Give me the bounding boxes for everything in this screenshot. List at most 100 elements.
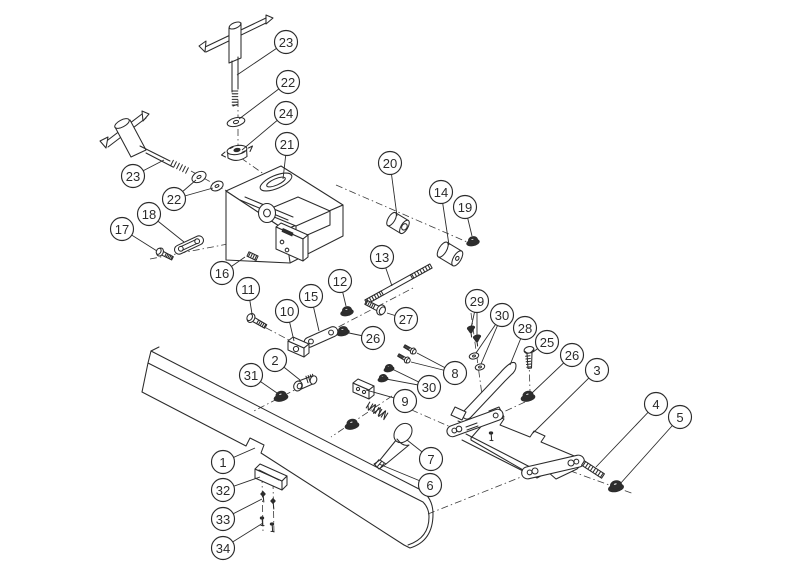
part-pan-screw-25 <box>523 345 535 370</box>
balloon-16: 16 <box>209 260 235 286</box>
svg-text:16: 16 <box>215 266 229 281</box>
balloon-7: 7 <box>418 446 444 472</box>
balloon-6: 6 <box>417 472 443 498</box>
part-slide-block-21 <box>225 165 344 264</box>
balloon-5: 5 <box>667 404 693 430</box>
balloon-30: 30 <box>416 374 442 400</box>
svg-text:29: 29 <box>470 294 484 309</box>
part-hex-bolt-11 <box>246 313 268 329</box>
part-pivot-block-10 <box>287 336 310 358</box>
part-spacer-20 <box>386 211 410 235</box>
part-screw-34-b <box>269 522 275 533</box>
part-fence-rail-1 <box>141 346 434 549</box>
balloon-33: 33 <box>210 506 236 532</box>
svg-text:32: 32 <box>216 483 230 498</box>
balloon-3: 3 <box>584 357 610 383</box>
svg-text:26: 26 <box>565 348 579 363</box>
balloon-31: 31 <box>238 362 264 388</box>
svg-text:31: 31 <box>244 368 258 383</box>
balloon-34: 34 <box>210 535 236 561</box>
part-screw-34-a <box>259 516 265 527</box>
svg-text:8: 8 <box>451 366 458 381</box>
balloon-2: 2 <box>262 347 288 373</box>
part-hex-bolt-27 <box>364 299 386 316</box>
part-flat-washer-22-a <box>191 170 207 184</box>
balloon-23: 23 <box>273 29 299 55</box>
part-flange-nut-12 <box>340 306 354 317</box>
part-stop-bracket-28 <box>450 361 517 427</box>
svg-text:30: 30 <box>422 380 436 395</box>
svg-text:3: 3 <box>593 363 600 378</box>
svg-text:19: 19 <box>458 200 472 215</box>
part-set-screw-16 <box>246 251 259 261</box>
svg-text:9: 9 <box>401 394 408 409</box>
part-washer-30-d <box>474 363 486 371</box>
part-set-screw-33-a <box>260 491 266 503</box>
part-screw-8-a <box>403 344 417 355</box>
part-set-screw-33-b <box>270 498 276 510</box>
svg-text:11: 11 <box>241 282 255 297</box>
balloon-22: 22 <box>161 186 187 212</box>
svg-text:30: 30 <box>495 308 509 323</box>
balloon-1: 1 <box>210 449 236 475</box>
svg-text:17: 17 <box>115 222 129 237</box>
balloon-11: 11 <box>235 276 261 302</box>
part-flange-nut-19 <box>466 236 480 247</box>
svg-text:18: 18 <box>142 207 156 222</box>
svg-text:14: 14 <box>434 185 448 200</box>
part-adjust-bolt-head <box>344 418 360 430</box>
balloon-24: 24 <box>273 100 299 126</box>
balloon-19: 19 <box>452 194 478 220</box>
part-nut-30-a <box>383 364 395 373</box>
balloon-26: 26 <box>360 325 386 351</box>
part-nut-30-b <box>377 374 389 383</box>
part-pin-screw-plate <box>488 431 494 442</box>
part-spring <box>365 401 389 421</box>
balloon-29: 29 <box>464 288 490 314</box>
svg-text:13: 13 <box>375 250 389 265</box>
part-washer-30-c <box>468 352 480 360</box>
part-flange-nut-5 <box>608 480 624 493</box>
part-flat-washer-22-b <box>210 180 224 192</box>
part-threaded-rod-13 <box>364 263 433 305</box>
svg-text:26: 26 <box>366 331 380 346</box>
balloon-30: 30 <box>489 302 515 328</box>
center-lines <box>149 100 635 535</box>
balloon-25: 25 <box>534 329 560 355</box>
part-roller-14 <box>436 241 464 267</box>
svg-text:24: 24 <box>279 106 293 121</box>
balloon-18: 18 <box>136 201 162 227</box>
part-clamp-screw-23-left <box>99 110 189 174</box>
balloon-13: 13 <box>369 244 395 270</box>
balloon-26: 26 <box>559 342 585 368</box>
part-threaded-stud-4 <box>581 460 605 479</box>
svg-text:22: 22 <box>167 192 181 207</box>
balloon-22: 22 <box>275 69 301 95</box>
part-flat-washer-22-top <box>226 116 246 128</box>
svg-text:20: 20 <box>383 156 397 171</box>
balloon-14: 14 <box>428 179 454 205</box>
part-base-plate-3 <box>446 406 585 480</box>
balloon-12: 12 <box>327 268 353 294</box>
svg-text:12: 12 <box>333 274 347 289</box>
parts <box>99 14 624 549</box>
part-lock-knob-7 <box>373 422 413 470</box>
balloon-8: 8 <box>442 360 468 386</box>
svg-text:21: 21 <box>280 137 294 152</box>
svg-text:25: 25 <box>540 335 554 350</box>
svg-text:6: 6 <box>426 478 433 493</box>
part-pivot-pad-18 <box>174 235 204 255</box>
svg-text:10: 10 <box>280 304 294 319</box>
svg-text:22: 22 <box>281 75 295 90</box>
balloon-9: 9 <box>392 388 418 414</box>
part-screw-8-b <box>397 353 411 364</box>
part-stud-screw-2 <box>293 373 318 392</box>
part-guide-block-9 <box>352 378 375 400</box>
balloon-23: 23 <box>120 163 146 189</box>
balloon-21: 21 <box>274 131 300 157</box>
part-cam-nut-24 <box>220 144 254 161</box>
svg-text:4: 4 <box>652 397 659 412</box>
